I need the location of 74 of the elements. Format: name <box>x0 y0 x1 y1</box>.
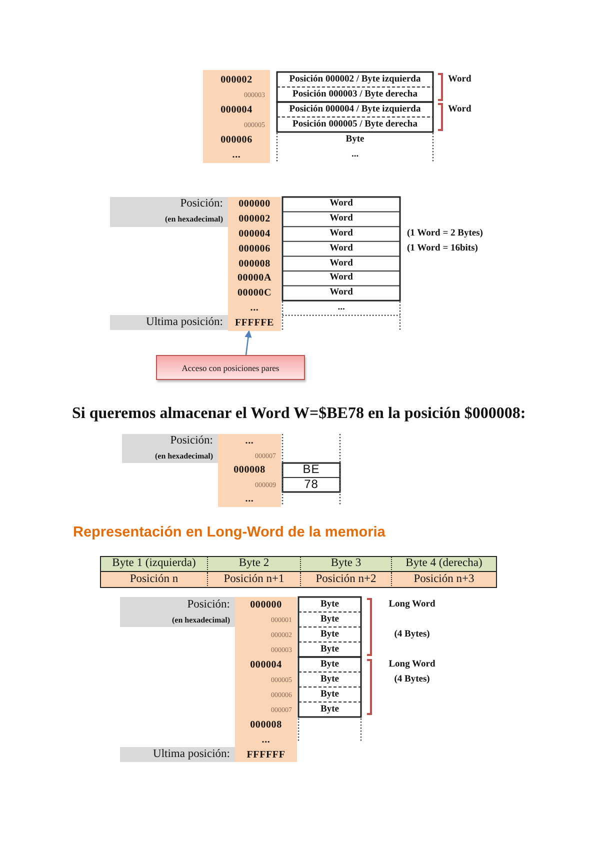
memory-address: 00000C <box>237 287 272 299</box>
section-heading: Representación en Long-Word de la memoria <box>73 524 386 542</box>
memory-content: Byte <box>346 134 364 145</box>
memory-address: ... <box>245 436 254 447</box>
memory-content: Byte <box>320 644 339 655</box>
address-column <box>228 197 280 331</box>
size-note: (1 Word = 16bits) <box>407 243 478 254</box>
memory-content: Byte <box>320 689 339 700</box>
callout-box: Acceso con posiciones pares <box>156 355 305 380</box>
memory-address: ... <box>250 302 259 314</box>
memory-content: Byte <box>320 629 339 640</box>
memory-address: FFFFFF <box>246 748 286 760</box>
memory-address: 000006 <box>238 243 270 255</box>
table-header-cell: Byte 3 <box>301 556 392 572</box>
memory-content: Posición 000002 / Byte izquierda <box>289 74 421 85</box>
table-header-cell: Byte 4 (derecha) <box>392 556 497 572</box>
table-cell: Posición n+2 <box>301 572 392 588</box>
memory-address: 000008 <box>250 718 282 730</box>
memory-address: ... <box>245 494 254 505</box>
bracket-label: (4 Bytes) <box>394 629 430 640</box>
position-label: (en hexadecimal) <box>172 614 230 624</box>
position-label: Posición: <box>170 434 213 448</box>
memory-content: Byte <box>320 599 339 610</box>
table-header-cell: Byte 1 (izquierda) <box>100 556 208 572</box>
memory-address: 000004 <box>238 228 270 240</box>
position-label: Posición: <box>187 598 230 612</box>
memory-address: 000000 <box>250 598 282 610</box>
memory-address: 000004 <box>250 658 282 670</box>
position-label: (en hexadecimal) <box>165 214 223 224</box>
memory-content: Word <box>330 272 353 284</box>
memory-content: Word <box>330 214 353 225</box>
bracket-label: Long Word <box>388 659 436 670</box>
size-note: (1 Word = 2 Bytes) <box>407 228 483 240</box>
table-header-cell: Byte 2 <box>208 556 301 572</box>
memory-address: 000008 <box>238 258 270 270</box>
memory-address: 000002 <box>238 213 270 225</box>
memory-address: ... <box>262 734 270 746</box>
position-label: Posición: <box>180 198 223 211</box>
memory-address: 00000A <box>237 272 272 284</box>
memory-content: Byte <box>320 614 339 625</box>
memory-content: Byte <box>320 704 339 715</box>
memory-address: ... <box>232 148 241 160</box>
memory-content: ... <box>338 302 345 314</box>
position-label: Ultima posición: <box>120 747 235 762</box>
memory-content: Word <box>330 228 353 240</box>
memory-content: ... <box>351 149 359 160</box>
memory-content: Word <box>330 243 353 254</box>
bracket-label: Long Word <box>388 599 436 610</box>
bracket-label: (4 Bytes) <box>394 674 430 685</box>
memory-address: 000008 <box>234 464 266 476</box>
memory-content: Byte <box>320 674 339 685</box>
position-label: (en hexadecimal) <box>155 451 213 460</box>
arrow <box>244 330 252 356</box>
bracket-label: Word <box>448 74 472 85</box>
table-cell: Posición n <box>100 572 208 588</box>
memory-content: Posición 000003 / Byte derecha <box>292 89 418 100</box>
memory-content: Word <box>330 198 353 210</box>
position-label: Ultima posición: <box>110 315 228 330</box>
memory-address: 000006 <box>220 134 252 146</box>
memory-address: 000004 <box>220 104 252 116</box>
memory-content: Posición 000004 / Byte izquierda <box>289 104 421 115</box>
table-cell: Posición n+3 <box>392 572 497 588</box>
memory-address: FFFFFE <box>235 317 274 329</box>
memory-address: 000002 <box>220 74 252 86</box>
memory-content: 78 <box>304 478 318 492</box>
memory-content: Word <box>330 288 353 299</box>
memory-content: Byte <box>320 659 339 670</box>
bracket-label: Word <box>448 104 472 115</box>
memory-content: Posición 000005 / Byte derecha <box>292 119 418 130</box>
example-text: Si queremos almacenar el Word W=$BE78 en la posición $000008: <box>72 404 526 424</box>
memory-address: 000000 <box>238 198 270 210</box>
memory-content: Word <box>330 258 353 270</box>
table-cell: Posición n+1 <box>208 572 301 588</box>
memory-content: BE <box>302 463 320 478</box>
